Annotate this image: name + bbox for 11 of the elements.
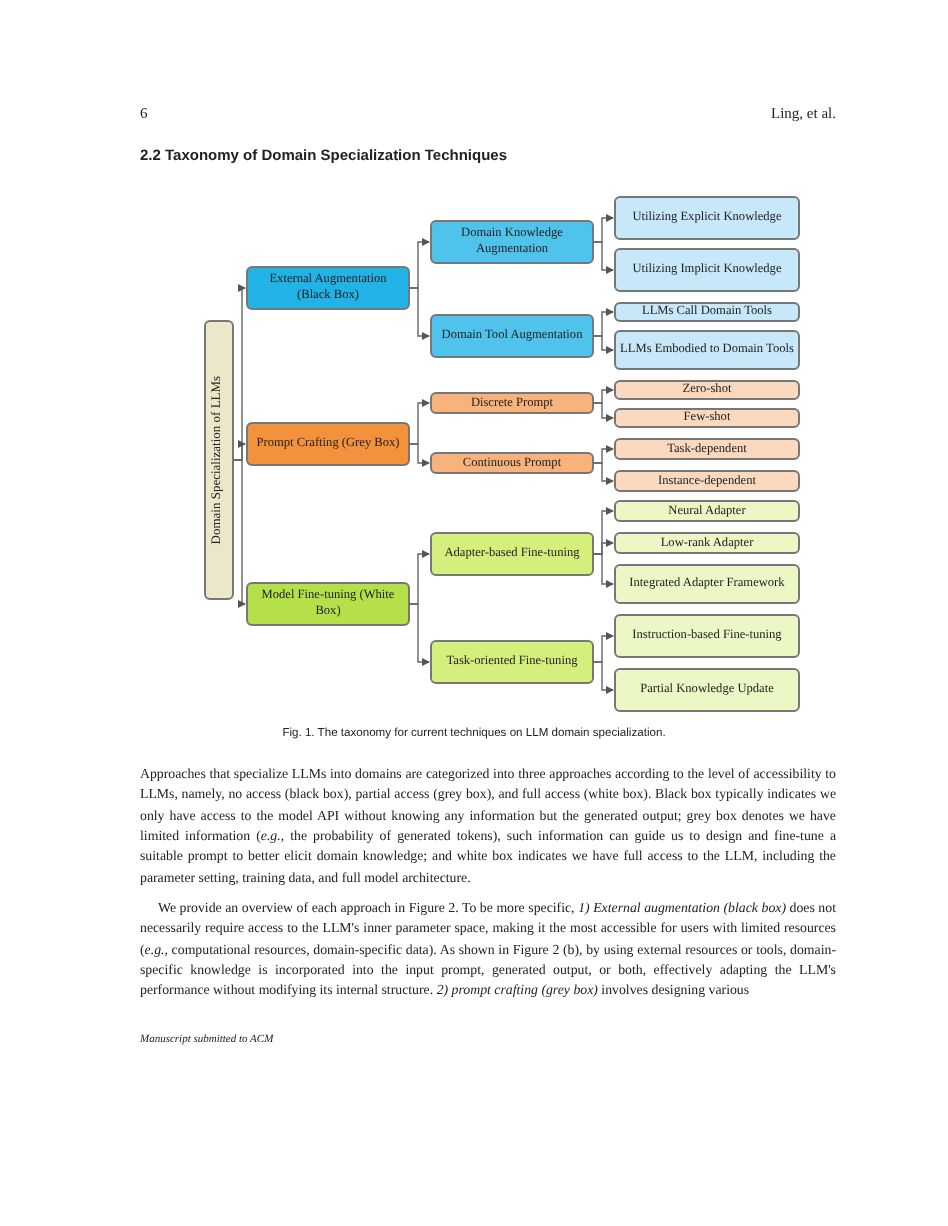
connector-arrow: [409, 443, 430, 467]
connector-arrow: [593, 553, 614, 588]
connector-arrow: [409, 287, 430, 340]
connector-arrow: [593, 402, 614, 422]
connector-arrow: [233, 459, 246, 608]
connector-arrow: [593, 661, 614, 694]
connector-arrow: [593, 241, 614, 274]
connector-arrow: [233, 440, 246, 461]
connector-arrow: [593, 335, 614, 354]
connector-arrow: [409, 603, 430, 666]
connector-arrow: [593, 462, 614, 485]
